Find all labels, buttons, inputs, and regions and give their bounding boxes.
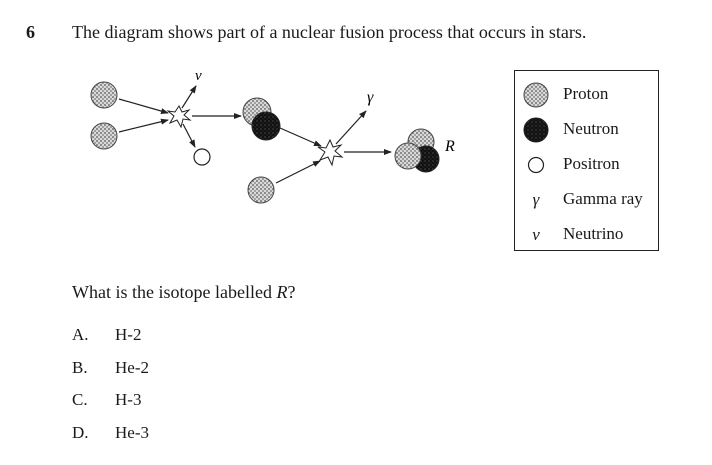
option-text: He-2 xyxy=(115,358,149,377)
legend-item-gamma: γ Gamma ray xyxy=(515,183,660,213)
option-letter: B. xyxy=(72,358,88,377)
isotope-label: R xyxy=(444,138,455,155)
option-letter: A. xyxy=(72,325,89,344)
question-number: 6 xyxy=(26,22,35,42)
proton-particle xyxy=(247,176,275,204)
collision-star xyxy=(317,138,344,167)
legend-item-proton: Proton xyxy=(515,78,660,108)
proton-particle xyxy=(90,81,118,109)
proton-icon xyxy=(523,82,549,108)
answer-option-c[interactable]: C. H-3 xyxy=(72,390,141,410)
positron-icon xyxy=(527,156,545,174)
arrow xyxy=(275,160,321,184)
option-text: He-3 xyxy=(115,423,149,442)
option-text: H-2 xyxy=(115,325,142,344)
neutrino-symbol: v xyxy=(532,225,540,244)
answer-option-a[interactable]: A. H-2 xyxy=(72,325,141,345)
legend-label: Neutrino xyxy=(563,224,624,243)
gamma-symbol: γ xyxy=(532,190,540,209)
legend-item-neutrino: v Neutrino xyxy=(515,218,660,248)
option-letter: D. xyxy=(72,423,89,442)
question-stem: The diagram shows part of a nuclear fusi… xyxy=(72,22,587,42)
option-letter: C. xyxy=(72,390,88,409)
arrow xyxy=(279,127,322,147)
legend-item-positron: Positron xyxy=(515,148,660,178)
legend-label: Neutron xyxy=(563,119,619,138)
arrow xyxy=(118,118,169,133)
positron-particle xyxy=(193,148,211,166)
legend-item-neutron: Neutron xyxy=(515,113,660,143)
proton-particle xyxy=(90,122,118,150)
neutrino-label: v xyxy=(195,68,202,84)
legend: Proton Neutron Positron γ Gamma ray v Ne… xyxy=(514,70,659,251)
legend-label: Proton xyxy=(563,84,609,103)
arrow xyxy=(181,85,197,109)
answer-option-d[interactable]: D. He-3 xyxy=(72,423,149,443)
question-prompt: What is the isotope labelled R? xyxy=(72,282,296,302)
option-text: H-3 xyxy=(115,390,142,409)
gamma-label: γ xyxy=(367,89,374,106)
arrow xyxy=(182,123,196,148)
neutron-icon xyxy=(523,117,549,143)
arrow xyxy=(118,98,169,114)
arrow xyxy=(335,110,367,145)
legend-label: Positron xyxy=(563,154,620,173)
legend-label: Gamma ray xyxy=(563,189,643,208)
answer-option-b[interactable]: B. He-2 xyxy=(72,358,149,378)
collision-star xyxy=(166,105,192,129)
neutron-particle xyxy=(251,111,281,141)
proton-particle xyxy=(394,142,422,170)
